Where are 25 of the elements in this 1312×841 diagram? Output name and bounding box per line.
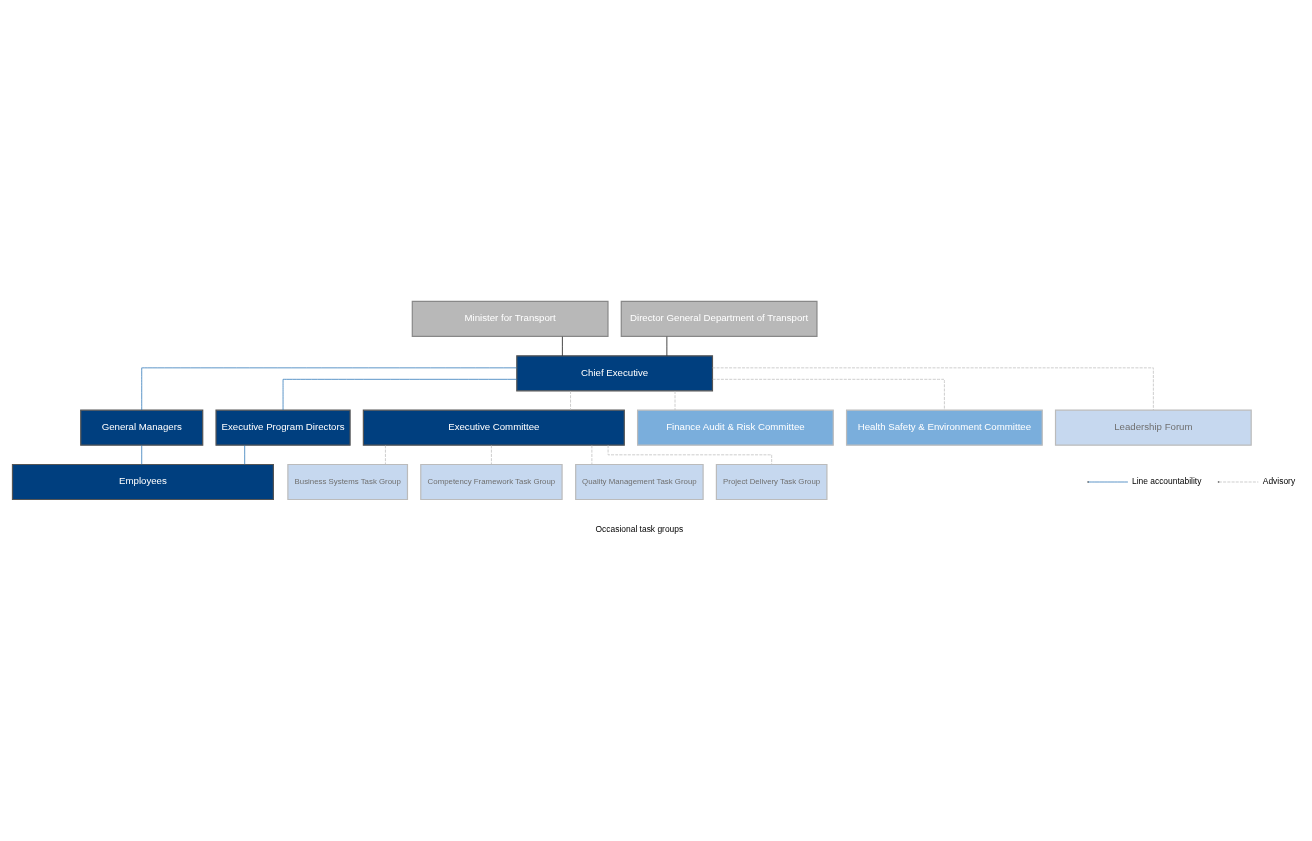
- legend-label: Line accountability: [1131, 475, 1202, 486]
- node-box: Executive Committee: [362, 409, 625, 446]
- connector: [282, 378, 518, 410]
- label: Occasional task groups: [595, 523, 684, 534]
- connector: [607, 444, 772, 465]
- connector: [244, 444, 246, 465]
- node-box: Chief Executive: [516, 354, 714, 391]
- node-box: Health Safety & Environment Committee: [845, 409, 1043, 446]
- connector: [712, 378, 945, 410]
- connector: [666, 335, 668, 356]
- legend-label: Advisory: [1262, 475, 1296, 486]
- node-box: Executive Program Directors: [215, 409, 351, 446]
- connector: [712, 367, 1154, 410]
- node-box: Leadership Forum: [1054, 409, 1252, 446]
- node-box: Finance Audit & Risk Committee: [636, 409, 834, 446]
- node-box: General Managers: [80, 409, 204, 446]
- connector: [491, 444, 492, 465]
- node-box: Director General Department of Transport: [620, 300, 818, 337]
- connector: [562, 335, 563, 356]
- connector: [141, 367, 517, 410]
- connector: [385, 444, 386, 465]
- node-box: Minister for Transport: [411, 300, 609, 337]
- node-box: Employees: [11, 463, 274, 500]
- connector: [141, 444, 143, 465]
- connector: [570, 390, 571, 410]
